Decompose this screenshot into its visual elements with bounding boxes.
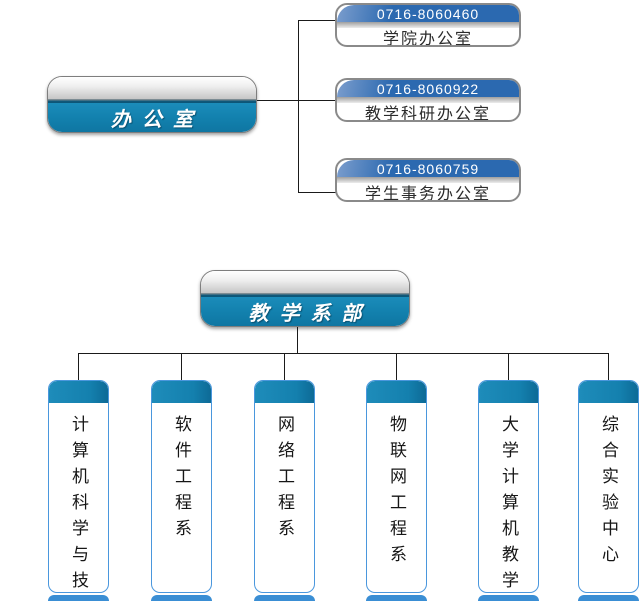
dept-body: 物联网工程系 bbox=[367, 403, 426, 571]
dept-footer-strip bbox=[578, 595, 639, 601]
dept-cap bbox=[255, 381, 314, 403]
office-child-label: 学生事务办公室 bbox=[364, 185, 491, 202]
teaching-stem-line bbox=[297, 327, 298, 353]
dept-node-computer-science: 计算机科学与技术系 bbox=[48, 380, 109, 593]
phone-number: 0716-8060922 bbox=[376, 80, 480, 97]
dept-node-iot-engineering: 物联网工程系 bbox=[366, 380, 427, 593]
gray-gloss-strip bbox=[337, 97, 519, 103]
teaching-distribution-line bbox=[78, 353, 609, 354]
office-child-label: 学院办公室 bbox=[382, 30, 473, 47]
teaching-parent-node: 教学系部 bbox=[200, 270, 410, 327]
phone-band: 0716-8060759 bbox=[337, 160, 519, 177]
office-parent-gloss bbox=[48, 77, 256, 99]
dept-cap bbox=[367, 381, 426, 403]
dept-footer-strip bbox=[366, 595, 427, 601]
office-parent-label: 办公室 bbox=[111, 109, 204, 131]
dept-label: 综合实验中心 bbox=[599, 415, 618, 571]
dept-footer-strip bbox=[254, 595, 315, 601]
dept-footer-strip bbox=[151, 595, 212, 601]
dept-label: 计算机科学与技术系 bbox=[69, 415, 88, 593]
dept-cap bbox=[579, 381, 638, 403]
dept-label: 软件工程系 bbox=[172, 415, 191, 545]
dept-cap bbox=[152, 381, 211, 403]
dept-label: 物联网工程系 bbox=[387, 415, 406, 571]
office-branch-line-2 bbox=[257, 100, 336, 101]
office-parent-node: 办公室 bbox=[47, 76, 257, 133]
teaching-parent-gloss bbox=[201, 271, 409, 293]
office-child-label: 教学科研办公室 bbox=[364, 105, 491, 122]
office-child-node-college: 0716-8060460 学院办公室 bbox=[335, 3, 521, 47]
phone-number: 0716-8060759 bbox=[376, 160, 480, 177]
office-branch-line-1 bbox=[298, 20, 336, 21]
dept-footer-strip bbox=[478, 595, 539, 601]
office-parent-body: 办公室 bbox=[48, 103, 256, 132]
dept-body: 软件工程系 bbox=[152, 403, 211, 545]
dept-label: 大学计算机教学部 bbox=[499, 415, 518, 593]
gray-gloss-strip bbox=[337, 22, 519, 28]
gray-gloss-strip bbox=[337, 177, 519, 183]
dept-label: 网络工程系 bbox=[275, 415, 294, 545]
office-child-label-wrap: 学生事务办公室 bbox=[337, 183, 519, 202]
teaching-drop-line-6 bbox=[608, 353, 609, 380]
office-trunk-line bbox=[298, 20, 299, 193]
office-child-label-wrap: 教学科研办公室 bbox=[337, 103, 519, 122]
teaching-drop-line-3 bbox=[284, 353, 285, 380]
teaching-parent-body: 教学系部 bbox=[201, 297, 409, 326]
phone-number: 0716-8060460 bbox=[376, 5, 480, 22]
dept-body: 计算机科学与技术系 bbox=[49, 403, 108, 593]
teaching-parent-divider bbox=[201, 293, 409, 297]
office-child-node-student-affairs: 0716-8060759 学生事务办公室 bbox=[335, 158, 521, 202]
dept-cap bbox=[49, 381, 108, 403]
office-child-node-teaching-research: 0716-8060922 教学科研办公室 bbox=[335, 78, 521, 122]
dept-node-university-computer-teaching: 大学计算机教学部 bbox=[478, 380, 539, 593]
teaching-drop-line-2 bbox=[181, 353, 182, 380]
teaching-drop-line-4 bbox=[396, 353, 397, 380]
dept-footer-strip bbox=[48, 595, 109, 601]
dept-node-software-engineering: 软件工程系 bbox=[151, 380, 212, 593]
dept-body: 综合实验中心 bbox=[579, 403, 638, 571]
dept-cap bbox=[479, 381, 538, 403]
dept-node-network-engineering: 网络工程系 bbox=[254, 380, 315, 593]
dept-node-comprehensive-lab-center: 综合实验中心 bbox=[578, 380, 639, 593]
office-branch-line-3 bbox=[298, 192, 336, 193]
teaching-drop-line-1 bbox=[78, 353, 79, 380]
office-child-label-wrap: 学院办公室 bbox=[337, 28, 519, 47]
phone-band: 0716-8060460 bbox=[337, 5, 519, 22]
dept-body: 网络工程系 bbox=[255, 403, 314, 545]
dept-body: 大学计算机教学部 bbox=[479, 403, 538, 593]
teaching-drop-line-5 bbox=[508, 353, 509, 380]
phone-band: 0716-8060922 bbox=[337, 80, 519, 97]
office-parent-divider bbox=[48, 99, 256, 103]
teaching-parent-label: 教学系部 bbox=[248, 303, 373, 325]
